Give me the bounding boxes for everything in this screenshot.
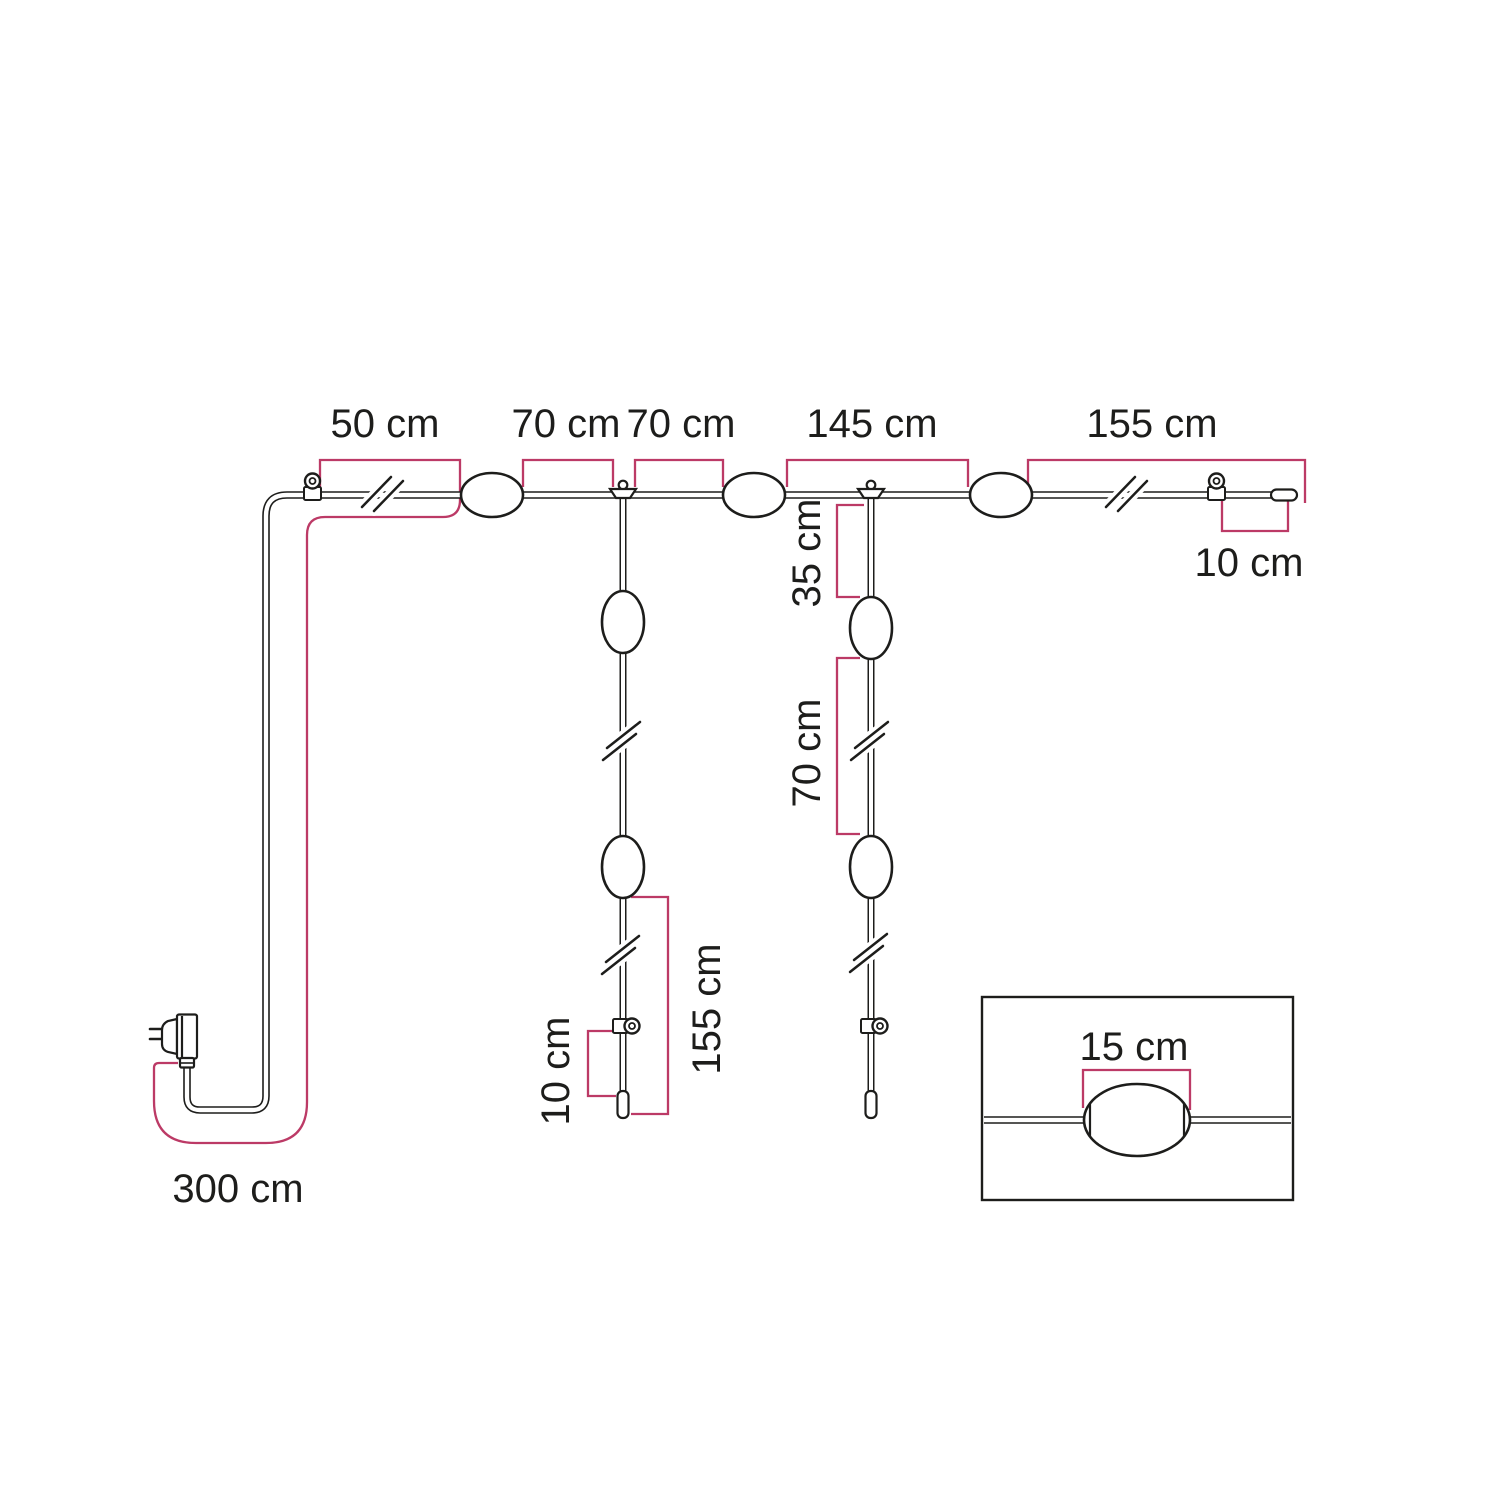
lamp-holder-oval — [600, 589, 646, 655]
hook-eyelet-icon — [612, 1017, 641, 1035]
hook-eyelet-icon — [1207, 472, 1226, 501]
label-155cm-top: 155 cm — [1086, 402, 1217, 446]
break-symbol-icon — [1101, 472, 1152, 516]
break-symbol-icon — [598, 717, 645, 765]
measurement-lines — [152, 458, 1307, 1145]
label-155cm-drop1: 155 cm — [685, 943, 729, 1074]
label-145cm: 145 cm — [806, 402, 937, 446]
lamp-holders — [459, 471, 1192, 1158]
lamp-holder-oval — [459, 471, 525, 519]
break-symbol-icon — [597, 931, 644, 979]
measure-10cm-drop1 — [586, 1029, 616, 1098]
end-cap-icon — [864, 1089, 878, 1120]
label-10cm-right: 10 cm — [1195, 541, 1304, 585]
tee-connectors — [607, 479, 887, 500]
hook-eyelet-icon — [860, 1017, 889, 1035]
label-70cm-drop2: 70 cm — [785, 699, 829, 808]
measure-155cm-top — [1026, 458, 1307, 503]
hook-eyelet-icon — [303, 472, 322, 501]
measure-70cm-b — [633, 458, 725, 487]
break-symbols — [357, 472, 1152, 979]
end-cap-icon — [616, 1089, 630, 1120]
measure-10cm-right — [1220, 500, 1290, 533]
lamp-holder-oval — [721, 471, 787, 519]
measure-155cm-drop1 — [631, 895, 670, 1116]
measure-15cm-detail — [1081, 1068, 1192, 1110]
break-symbol-icon — [357, 472, 408, 516]
plug-body — [175, 1013, 199, 1060]
lamp-holder-oval — [600, 834, 646, 900]
measure-35cm-drop2 — [835, 503, 864, 599]
detail-inset-box — [980, 995, 1295, 1202]
label-10cm-drop1: 10 cm — [534, 1017, 578, 1126]
plug-face — [160, 1017, 179, 1056]
measure-300cm-and-50cm — [152, 458, 462, 1145]
end-cap-icon — [1269, 488, 1299, 502]
lamp-holder-oval — [968, 471, 1034, 519]
measure-70cm-drop2 — [835, 656, 860, 836]
end-caps — [616, 488, 1299, 1120]
label-35cm-drop2: 35 cm — [785, 499, 829, 608]
measurement-labels: 50 cm 70 cm 70 cm 145 cm 155 cm 10 cm 35… — [172, 402, 1303, 1211]
power-plug-icon — [148, 1013, 199, 1069]
tee-connector-icon — [607, 479, 639, 500]
lamp-holder-oval — [848, 834, 894, 900]
tee-connector-icon — [855, 479, 887, 500]
hooks — [303, 472, 1226, 1035]
label-15cm-detail: 15 cm — [1080, 1025, 1189, 1069]
label-50cm: 50 cm — [331, 402, 440, 446]
lamp-holder-oval — [848, 595, 894, 661]
lamp-holder-oval-detail — [1082, 1082, 1192, 1158]
break-symbol-icon — [845, 929, 892, 977]
label-70cm-a: 70 cm — [512, 402, 621, 446]
measure-70cm-a — [521, 458, 615, 487]
measure-145cm — [785, 458, 970, 487]
label-70cm-b: 70 cm — [627, 402, 736, 446]
break-symbol-icon — [846, 717, 893, 765]
label-300cm: 300 cm — [172, 1167, 303, 1211]
